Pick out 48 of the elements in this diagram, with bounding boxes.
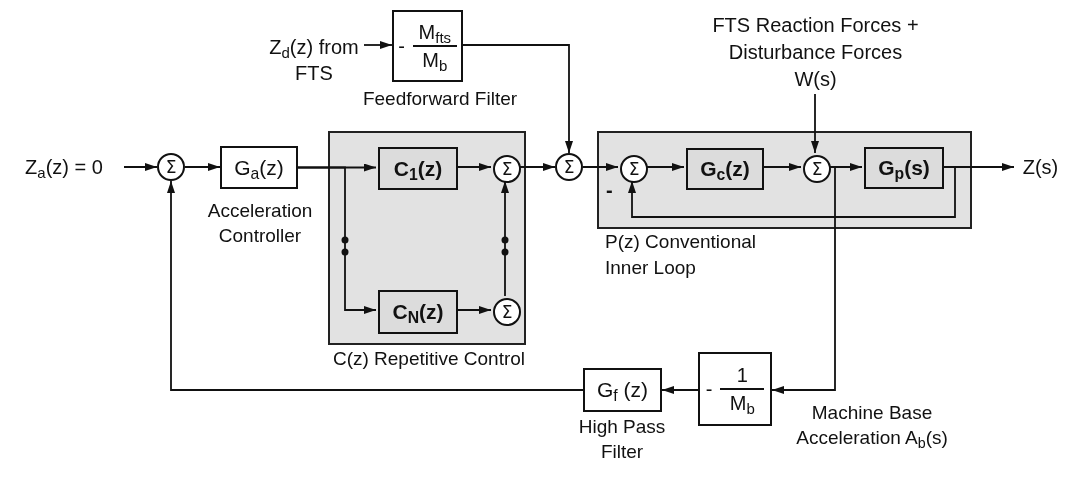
signal-label: Z$_{a}$(z) = 0 bbox=[8, 152, 120, 182]
gain-box bbox=[698, 352, 772, 426]
summing-junction: Σ bbox=[803, 155, 831, 183]
signal-caption: Machine Base Acceleration A$_{b}$(s) bbox=[795, 401, 949, 450]
transfer-function-box: C$_{N}$(z) bbox=[378, 290, 458, 334]
transfer-function-box: G$_{a}$(z) bbox=[220, 146, 298, 189]
signal-arrow bbox=[167, 180, 584, 391]
block-caption: Acceleration Controller bbox=[206, 199, 314, 248]
transfer-function-box: G$_{p}$(s) bbox=[864, 147, 944, 189]
numerator: M$_{fts}$ bbox=[417, 20, 453, 45]
summing-junction: Σ bbox=[157, 153, 185, 181]
signal-arrow bbox=[761, 163, 802, 171]
block-caption: Feedforward Filter bbox=[361, 87, 519, 111]
signal-arrow bbox=[297, 166, 377, 314]
signal-arrow bbox=[628, 166, 956, 218]
gain-box bbox=[392, 10, 463, 82]
summing-junction: Σ bbox=[493, 298, 521, 326]
signal-arrow bbox=[501, 180, 509, 297]
signal-arrow bbox=[582, 163, 619, 171]
signal-arrow bbox=[645, 163, 685, 171]
signal-arrow bbox=[363, 41, 393, 49]
signal-arrow bbox=[455, 163, 492, 171]
signal-arrow bbox=[811, 93, 819, 154]
transfer-function-box: C$_{1}$(z) bbox=[378, 147, 458, 190]
signal-label: Z(s) bbox=[1018, 152, 1063, 182]
signal-arrow bbox=[661, 386, 699, 394]
signal-arrow bbox=[771, 166, 836, 394]
minus-sign: - bbox=[398, 34, 405, 59]
signal-arrow bbox=[184, 163, 221, 171]
minus-sign: - bbox=[705, 377, 713, 402]
sign-label: - bbox=[606, 180, 613, 200]
signal-arrow bbox=[462, 44, 573, 154]
denominator: M$_{b}$ bbox=[421, 48, 449, 73]
signal-arrow bbox=[123, 163, 158, 171]
numerator: 1 bbox=[735, 363, 749, 388]
group-caption: P(z) Conventional Inner Loop bbox=[605, 230, 758, 280]
summing-junction: Σ bbox=[493, 155, 521, 183]
summing-junction: Σ bbox=[620, 155, 648, 183]
signal-label: FTS Reaction Forces + Disturbance Forces W(s) bbox=[708, 10, 923, 94]
signal-arrow bbox=[518, 163, 556, 171]
block-caption: High Pass Filter bbox=[577, 415, 667, 464]
transfer-function-box: G$_{c}$(z) bbox=[686, 148, 764, 190]
transfer-function-box: G$_{f}$ (z) bbox=[583, 368, 662, 412]
signal-label: Z$_{d}$(z) from FTS bbox=[266, 32, 362, 88]
summing-junction: Σ bbox=[555, 153, 583, 181]
signal-arrow bbox=[455, 306, 492, 314]
group-caption: C(z) Repetitive Control bbox=[331, 347, 527, 371]
denominator: M$_{b}$ bbox=[728, 391, 756, 416]
